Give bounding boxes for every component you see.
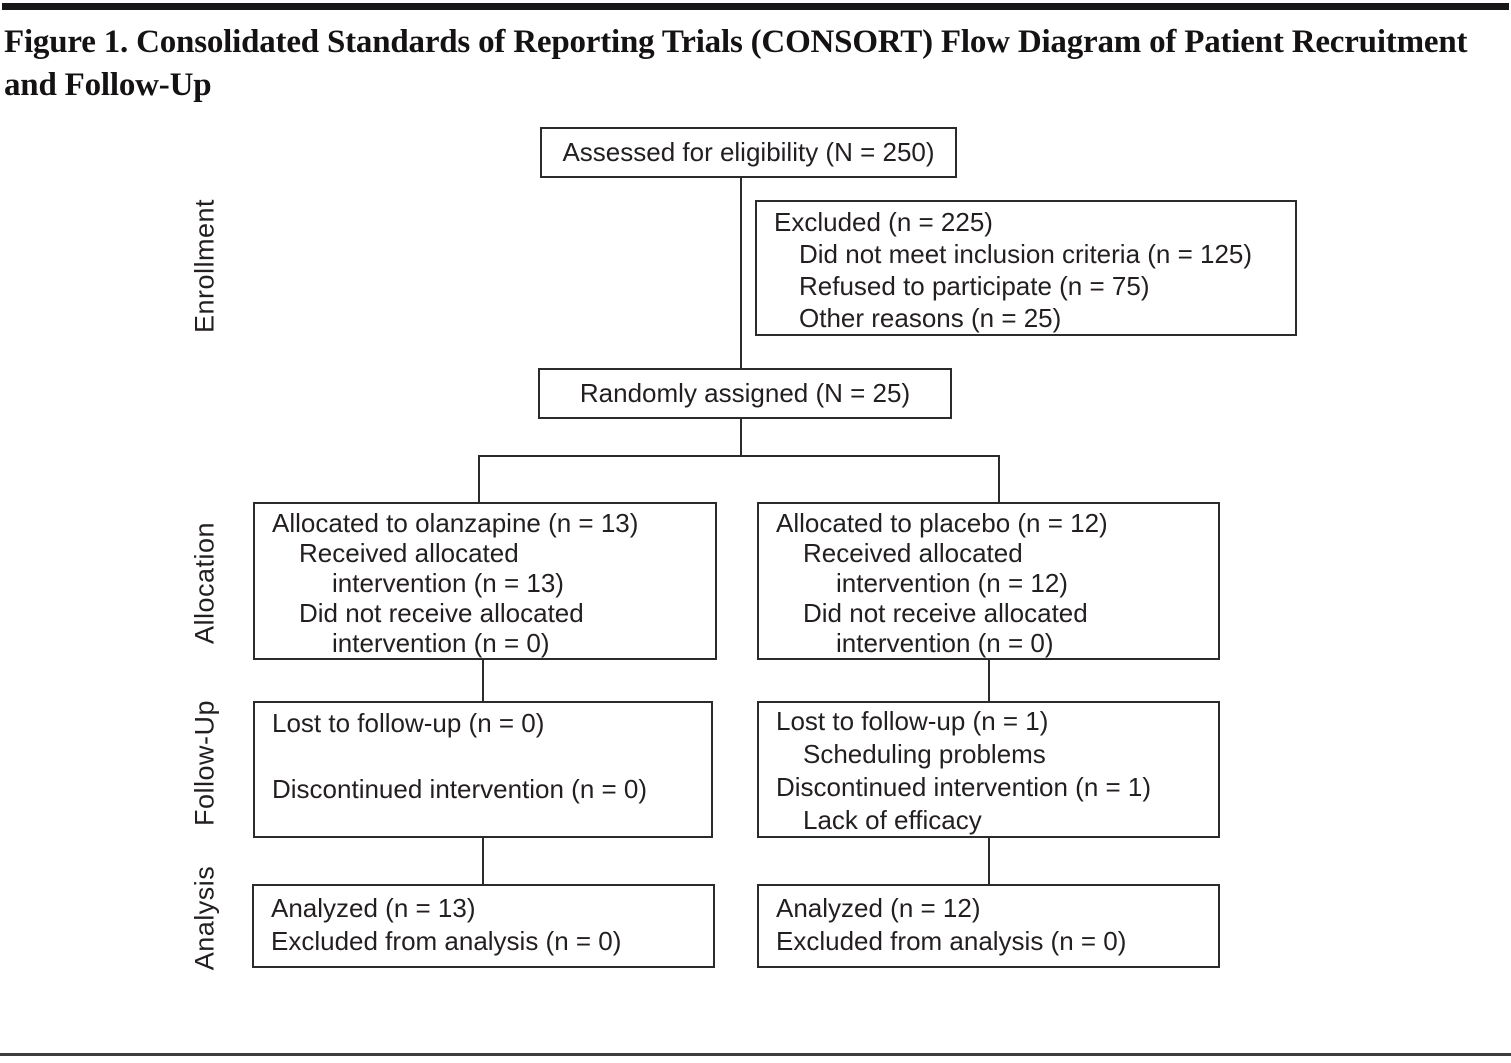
an-pbo-analyzed: Analyzed (n = 12) [776, 893, 981, 923]
box-randomly-assigned-text: Randomly assigned (N = 25) [579, 378, 911, 408]
connector-followup-to-analysis-right [988, 838, 990, 884]
bottom-rule [0, 1053, 1511, 1056]
box-allocated-placebo: Allocated to placebo (n = 12) Received a… [757, 502, 1220, 660]
fu-olz-lost: Lost to follow-up (n = 0) [272, 708, 545, 738]
fu-pbo-discontinued: Discontinued intervention (n = 1) [776, 772, 1152, 802]
connector-split-horizontal [478, 455, 1000, 457]
alloc-olz-received: Received allocated [299, 538, 519, 568]
box-excluded-lines: Excluded (n = 225) Did not meet inclusio… [757, 202, 1295, 334]
excluded-reason-inclusion: Did not meet inclusion criteria (n = 125… [799, 239, 1253, 269]
stage-label-followup-text: Follow-Up [189, 699, 220, 827]
alloc-olz-notreceived: Did not receive allocated [299, 598, 584, 628]
fu-pbo-lost-reason: Scheduling problems [803, 739, 1046, 769]
alloc-pbo-received: Received allocated [803, 538, 1023, 568]
box-allocated-olanzapine-lines: Allocated to olanzapine (n = 13) Receive… [255, 504, 715, 658]
connector-followup-to-analysis-left [482, 838, 484, 884]
stage-label-enrollment-text: Enrollment [189, 198, 220, 334]
top-rule [2, 3, 1509, 10]
an-olz-excluded: Excluded from analysis (n = 0) [271, 926, 622, 956]
box-analysis-placebo: Analyzed (n = 12) Excluded from analysis… [757, 884, 1220, 968]
an-pbo-excluded: Excluded from analysis (n = 0) [776, 926, 1127, 956]
excluded-reason-refused: Refused to participate (n = 75) [799, 271, 1150, 301]
box-assessed-eligibility-text: Assessed for eligibility (N = 250) [562, 137, 935, 167]
alloc-pbo-received-n: intervention (n = 12) [836, 568, 1068, 598]
box-analysis-olanzapine-lines: Analyzed (n = 13) Excluded from analysis… [254, 886, 713, 958]
alloc-olz-received-n: intervention (n = 13) [332, 568, 564, 598]
box-allocated-placebo-lines: Allocated to placebo (n = 12) Received a… [759, 504, 1218, 658]
box-followup-olanzapine-lines: Lost to follow-up (n = 0) Discontinued i… [255, 703, 711, 806]
connector-assessed-to-randomized [740, 178, 742, 368]
alloc-olz-total: Allocated to olanzapine (n = 13) [272, 508, 639, 538]
connector-allocation-to-followup-right [988, 660, 990, 701]
box-analysis-olanzapine: Analyzed (n = 13) Excluded from analysis… [252, 884, 715, 968]
alloc-pbo-total: Allocated to placebo (n = 12) [776, 508, 1108, 538]
connector-split-to-olanzapine [478, 455, 480, 502]
connector-split-to-placebo [998, 455, 1000, 502]
connector-allocation-to-followup-left [482, 660, 484, 701]
fu-pbo-discontinued-reason: Lack of efficacy [803, 805, 982, 835]
alloc-olz-notreceived-n: intervention (n = 0) [332, 628, 550, 658]
alloc-pbo-notreceived-n: intervention (n = 0) [836, 628, 1054, 658]
stage-label-allocation-text: Allocation [189, 521, 220, 645]
box-assessed-eligibility: Assessed for eligibility (N = 250) [540, 127, 957, 178]
box-followup-placebo-lines: Lost to follow-up (n = 1) Scheduling pro… [759, 703, 1218, 837]
an-olz-analyzed: Analyzed (n = 13) [271, 893, 476, 923]
excluded-total: Excluded (n = 225) [774, 207, 993, 237]
box-followup-placebo: Lost to follow-up (n = 1) Scheduling pro… [757, 701, 1220, 838]
alloc-pbo-notreceived: Did not receive allocated [803, 598, 1088, 628]
excluded-reason-other: Other reasons (n = 25) [799, 303, 1062, 333]
box-randomly-assigned: Randomly assigned (N = 25) [538, 368, 952, 419]
box-analysis-placebo-lines: Analyzed (n = 12) Excluded from analysis… [759, 886, 1218, 958]
figure-title: Figure 1. Consolidated Standards of Repo… [4, 24, 1468, 103]
fu-olz-discontinued: Discontinued intervention (n = 0) [272, 774, 648, 804]
fu-pbo-lost: Lost to follow-up (n = 1) [776, 706, 1049, 736]
box-followup-olanzapine: Lost to follow-up (n = 0) Discontinued i… [253, 701, 713, 838]
stage-label-analysis-text: Analysis [189, 865, 220, 971]
connector-randomized-to-split [740, 419, 742, 457]
box-excluded: Excluded (n = 225) Did not meet inclusio… [755, 200, 1297, 336]
box-allocated-olanzapine: Allocated to olanzapine (n = 13) Receive… [253, 502, 717, 660]
